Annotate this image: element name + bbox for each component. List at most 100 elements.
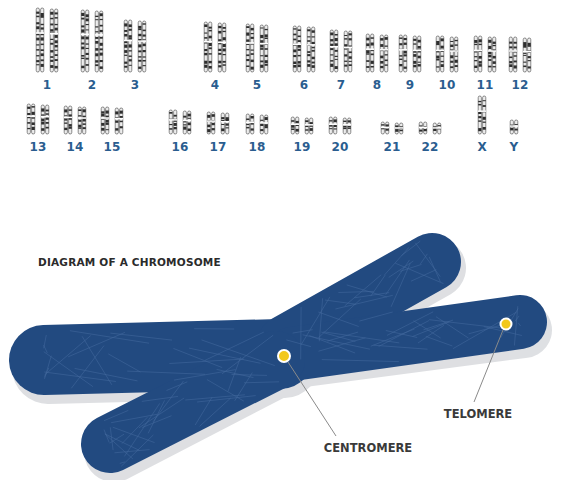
chromosome-band — [221, 120, 224, 121]
chromosome-band — [188, 118, 191, 119]
chromatid — [207, 112, 210, 134]
chromosome-number: 11 — [477, 78, 494, 92]
chromosome-band — [493, 56, 496, 59]
chromosome-band — [251, 44, 254, 45]
chromosome-band — [100, 53, 103, 56]
chromosome-band — [106, 111, 109, 114]
chromosome-band — [246, 39, 249, 41]
chromatid — [212, 112, 215, 134]
chromatid — [64, 106, 67, 134]
texture-line — [244, 382, 279, 383]
chromosome-band — [143, 50, 146, 52]
chromatid — [380, 35, 383, 72]
chromosome-band — [188, 129, 191, 132]
chromosome-band — [436, 44, 439, 45]
texture-line — [205, 332, 264, 360]
chromosome-band — [488, 46, 491, 49]
chromatid — [509, 37, 512, 72]
texture-line — [185, 395, 245, 400]
chromosome-band — [413, 39, 416, 41]
chromosome-band — [41, 16, 44, 18]
chromosome-band — [138, 26, 141, 28]
chromatid — [329, 117, 332, 134]
centromere-pinch — [366, 48, 374, 50]
chromosome-band — [55, 17, 58, 19]
chromosome-band — [400, 130, 403, 132]
texture-line — [68, 332, 125, 356]
chromosome-band — [246, 66, 249, 68]
chromosome-band — [27, 107, 30, 109]
chromosome-band — [169, 128, 172, 130]
chromosome-band — [251, 28, 254, 31]
chromosome-band — [330, 39, 333, 41]
chromosome-band — [218, 31, 221, 34]
chromosome-band — [298, 45, 301, 48]
centromere-pinch — [450, 50, 458, 52]
texture-line — [325, 300, 356, 304]
texture-line — [194, 328, 234, 329]
chromosome-band — [143, 30, 146, 32]
chromatid — [293, 26, 296, 72]
chromatid — [204, 22, 207, 72]
chromosome-band — [95, 41, 98, 44]
chromosome-band — [330, 48, 333, 50]
chromosome-band — [41, 122, 44, 125]
chromatid — [27, 104, 30, 134]
chromosome-band — [329, 128, 332, 129]
texture-line — [173, 348, 222, 367]
chromosome-band — [349, 64, 352, 66]
chromosome-band — [479, 56, 482, 59]
chromatid — [349, 31, 352, 72]
chromosome-band — [395, 129, 398, 132]
chromosome-band — [528, 45, 531, 47]
chromosome-band — [32, 117, 35, 118]
chromosome-body — [44, 262, 520, 444]
chromosome-band — [124, 55, 127, 56]
chromosome-band — [212, 128, 215, 130]
chromosome-band — [36, 38, 39, 41]
chromatid — [260, 115, 263, 134]
chromosome-band — [246, 124, 249, 125]
chromosome-number: 13 — [30, 140, 47, 154]
chromosome-band — [260, 48, 263, 50]
texture-line — [384, 247, 409, 275]
chromosome-band — [204, 24, 207, 27]
texture-line — [400, 264, 422, 271]
chromosome-band — [312, 50, 315, 52]
chromosome-band — [100, 37, 103, 39]
chromosome-number: 4 — [211, 78, 219, 92]
chromosome-band — [291, 129, 294, 131]
centromere-pinch — [246, 122, 254, 124]
chromosome-band — [251, 50, 254, 51]
chromosome-band — [265, 127, 268, 129]
chromosome-band — [174, 123, 177, 126]
chromosome-band — [55, 24, 58, 25]
chromosome-band — [265, 64, 268, 66]
chromatid — [41, 8, 44, 72]
chromosome-band — [329, 120, 332, 121]
chromosome-band — [246, 54, 249, 56]
chromatid — [291, 117, 294, 134]
chromosome-number: 17 — [210, 140, 227, 154]
chromosome-band — [265, 60, 268, 63]
texture-line — [318, 312, 358, 327]
chromatid — [50, 9, 53, 72]
chromosome-band — [366, 60, 369, 62]
chromosome-band — [50, 39, 53, 40]
chromosome-band — [260, 40, 263, 43]
chromosome-band — [344, 61, 347, 62]
chromosome-band — [329, 125, 332, 127]
chromosome-band — [293, 50, 296, 53]
chromosome-band — [138, 28, 141, 30]
chromosome-band — [55, 54, 58, 56]
chromosome-band — [418, 56, 421, 59]
chromatid — [218, 23, 221, 72]
chromosome-band — [218, 61, 221, 64]
chromosome-band — [106, 129, 109, 130]
chromosome-band — [218, 53, 221, 55]
chromosome-band — [307, 51, 310, 53]
chromosome-band — [246, 49, 249, 50]
chromosome-band — [86, 19, 89, 22]
chromosome-band — [344, 65, 347, 67]
chromosome-band — [32, 112, 35, 115]
